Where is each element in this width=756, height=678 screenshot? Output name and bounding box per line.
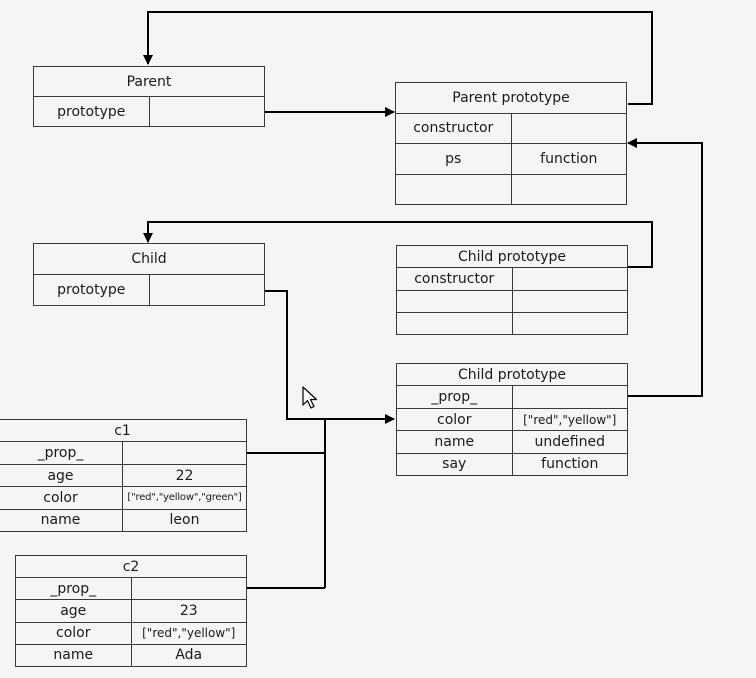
table-row bbox=[397, 312, 628, 334]
table-cell: ["red","yellow"] bbox=[130, 622, 247, 644]
table-cell: age bbox=[47, 467, 74, 484]
child-prototype-title: Child prototype bbox=[397, 364, 627, 387]
table-row: prototype bbox=[34, 97, 264, 126]
table-cell: function bbox=[511, 453, 628, 476]
table-row bbox=[396, 174, 627, 205]
table-row: color ["red","yellow"] bbox=[16, 622, 247, 645]
table-cell: ["red","yellow","green"] bbox=[122, 487, 246, 509]
c1-title: c1 bbox=[0, 420, 246, 443]
table-cell: ["red","yellow"] bbox=[511, 408, 628, 431]
table-row: name undefined bbox=[397, 431, 628, 454]
table-row: _prop_ bbox=[397, 386, 628, 409]
table-row: prototype bbox=[34, 275, 264, 305]
table-cell: prototype bbox=[57, 282, 126, 298]
table-cell bbox=[130, 578, 247, 600]
table-cell: 23 bbox=[130, 600, 247, 622]
table-cell bbox=[397, 313, 512, 334]
table-cell: color bbox=[43, 489, 78, 506]
table-row: age 23 bbox=[16, 600, 247, 623]
table-cell: color bbox=[437, 411, 472, 428]
arrow-child-prototype-proto bbox=[579, 138, 703, 397]
parent-prototype-table: Parent prototype constructor ps function bbox=[395, 82, 627, 205]
table-cell: name bbox=[434, 433, 475, 450]
table-cell bbox=[511, 268, 628, 290]
child-prototype-instance-table: Child prototype _prop_ color ["red","yel… bbox=[396, 363, 628, 476]
table-cell: say bbox=[442, 456, 467, 473]
table-cell: constructor bbox=[413, 120, 494, 137]
c2-title: c2 bbox=[16, 556, 246, 579]
table-cell: constructor bbox=[414, 270, 495, 287]
c2-table: c2 _prop_ age 23 color ["red","yellow"] … bbox=[15, 555, 247, 667]
table-cell bbox=[148, 275, 265, 305]
table-row: constructor bbox=[397, 268, 628, 291]
table-cell bbox=[511, 290, 628, 312]
table-cell bbox=[397, 291, 512, 312]
child-prototype-title: Child prototype bbox=[397, 246, 627, 269]
arrow-child-prototype-constructor bbox=[143, 221, 653, 268]
parent-prototype-title: Parent prototype bbox=[396, 83, 626, 114]
table-row: color ["red","yellow"] bbox=[397, 408, 628, 432]
table-row bbox=[397, 290, 628, 313]
table-row: color ["red","yellow","green"] bbox=[0, 487, 246, 510]
arrow-parent-prototype-constructor bbox=[143, 11, 653, 105]
table-row: _prop_ bbox=[0, 442, 246, 465]
table-row: _prop_ bbox=[16, 578, 247, 601]
table-cell bbox=[510, 113, 627, 143]
table-cell: age bbox=[60, 603, 87, 619]
table-cell: leon bbox=[122, 509, 246, 532]
parent-title: Parent bbox=[34, 67, 264, 97]
table-cell: _prop_ bbox=[431, 389, 478, 406]
parent-table: Parent prototype bbox=[33, 66, 265, 127]
table-cell bbox=[511, 386, 628, 408]
table-row: constructor bbox=[396, 113, 627, 144]
table-cell: _prop_ bbox=[37, 445, 84, 462]
table-row: name Ada bbox=[16, 644, 247, 667]
table-row: say function bbox=[397, 453, 628, 476]
table-cell bbox=[122, 442, 246, 464]
table-row: age 22 bbox=[0, 464, 246, 488]
table-cell: color bbox=[56, 625, 91, 642]
c1-table: c1 _prop_ age 22 color ["red","yellow","… bbox=[0, 419, 247, 532]
child-table: Child prototype bbox=[33, 243, 265, 306]
table-row: name leon bbox=[0, 509, 246, 532]
table-cell: prototype bbox=[57, 103, 126, 120]
mouse-pointer-icon bbox=[302, 386, 318, 409]
table-cell bbox=[396, 175, 511, 205]
table-cell: undefined bbox=[511, 431, 628, 453]
table-cell bbox=[148, 97, 265, 126]
table-row: ps function bbox=[396, 144, 626, 175]
table-cell: Ada bbox=[130, 644, 247, 667]
table-cell bbox=[511, 312, 628, 334]
table-cell: name bbox=[53, 647, 94, 664]
table-cell: 22 bbox=[122, 464, 246, 487]
table-cell: ps bbox=[445, 150, 462, 167]
child-title: Child bbox=[34, 244, 264, 275]
table-cell bbox=[510, 174, 627, 204]
table-cell: _prop_ bbox=[50, 580, 97, 597]
child-prototype-constructor-table: Child prototype constructor bbox=[396, 245, 628, 335]
table-cell: function bbox=[510, 144, 627, 174]
table-cell: name bbox=[40, 512, 81, 529]
